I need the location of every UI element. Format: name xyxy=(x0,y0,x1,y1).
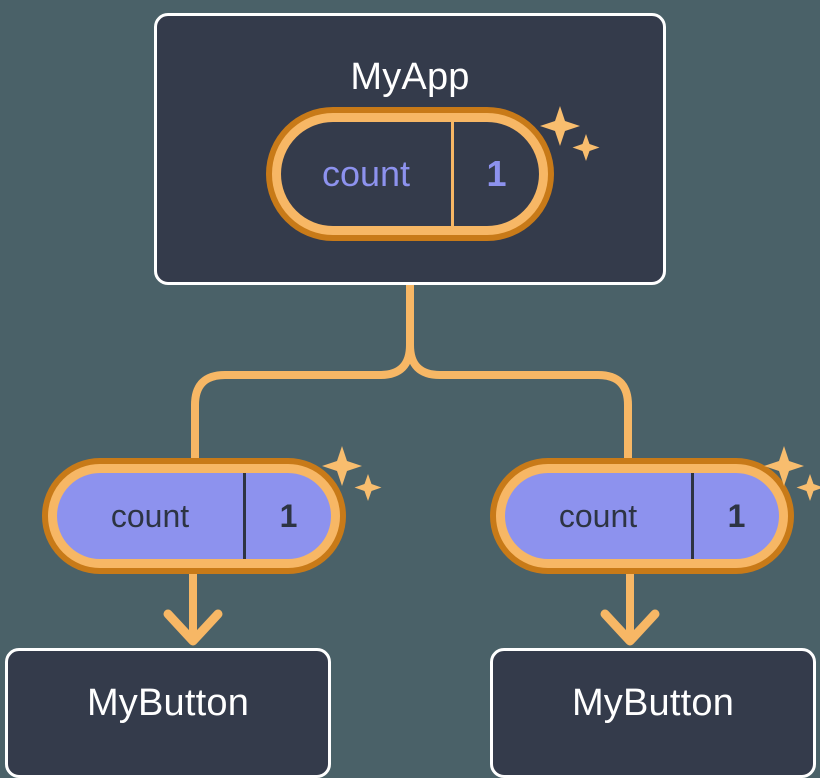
state-pill-inner: count 1 xyxy=(48,464,340,568)
component-card-mybutton-right[interactable]: MyButton xyxy=(490,648,816,778)
component-label: MyButton xyxy=(493,682,813,725)
edge-myapp-to-right xyxy=(410,285,628,460)
edge-myapp-to-left xyxy=(195,285,410,460)
state-value-label: 1 xyxy=(691,473,779,559)
state-pill-inner: count 1 xyxy=(272,113,548,235)
page-title: MyApp xyxy=(157,56,663,99)
state-key-label: count xyxy=(57,473,243,559)
state-value-label: 1 xyxy=(451,122,539,226)
state-pill-mybutton-right[interactable]: count 1 xyxy=(490,458,794,574)
component-card-mybutton-left[interactable]: MyButton xyxy=(5,648,331,778)
state-key-label: count xyxy=(505,473,691,559)
state-pill-inner: count 1 xyxy=(496,464,788,568)
state-key-label: count xyxy=(281,122,451,226)
state-pill-mybutton-left[interactable]: count 1 xyxy=(42,458,346,574)
state-pill-myapp[interactable]: count 1 xyxy=(266,107,554,241)
component-label: MyButton xyxy=(8,682,328,725)
state-value-label: 1 xyxy=(243,473,331,559)
